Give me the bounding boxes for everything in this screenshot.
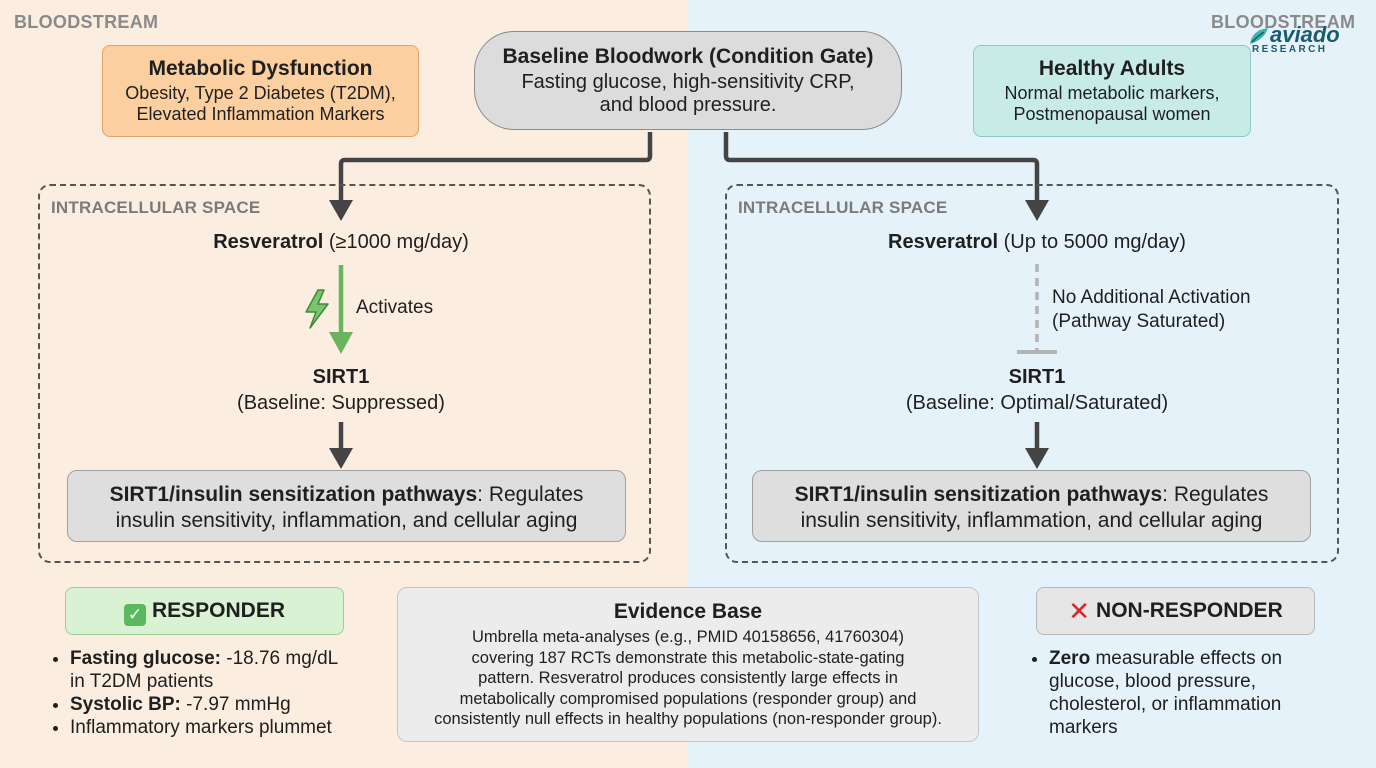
- left-resveratrol-dose: (≥1000 mg/day): [328, 231, 469, 253]
- left-intracellular-space: [38, 184, 651, 563]
- left-intracellular-label: INTRACELLULAR SPACE: [51, 198, 261, 217]
- glucose-context: in T2DM patients: [70, 671, 214, 692]
- responder-title: RESPONDER: [151, 599, 286, 622]
- logo-wordmark: aviado: [1270, 22, 1340, 47]
- metabolic-line-2: Elevated Inflammation Markers: [136, 104, 385, 124]
- bloodstream-label-left: BLOODSTREAM: [14, 12, 159, 32]
- glucose-label: Fasting glucose:: [70, 648, 221, 669]
- activation-arrowhead: [329, 332, 353, 354]
- responder-bullet-glucose: Fasting glucose: -18.76 mg/dL in T2DM pat…: [70, 647, 382, 693]
- metabolic-line-1: Obesity, Type 2 Diabetes (T2DM),: [125, 83, 396, 103]
- gate-to-left-connector: [338, 132, 653, 204]
- healthy-title: Healthy Adults: [1038, 57, 1186, 80]
- leaf-icon: [1250, 28, 1268, 44]
- responder-badge: ✓RESPONDER: [65, 587, 344, 635]
- left-pathway-rest: : Regulates: [477, 483, 584, 506]
- right-resveratrol-dose: (Up to 5000 mg/day): [1003, 231, 1186, 253]
- bp-value: -7.97 mmHg: [180, 694, 291, 715]
- right-pathway-rest: : Regulates: [1162, 483, 1269, 506]
- cross-icon: ✕: [1068, 596, 1091, 626]
- right-intracellular-label: INTRACELLULAR SPACE: [738, 198, 948, 217]
- activates-label: Activates: [356, 297, 434, 318]
- glucose-value: -18.76 mg/dL: [220, 648, 339, 669]
- right-pathway-box: SIRT1/insulin sensitization pathways: Re…: [752, 470, 1311, 542]
- responder-bullet-bp: Systolic BP: -7.97 mmHg: [70, 693, 382, 716]
- left-pathway-title: SIRT1/insulin sensitization pathways: [109, 483, 478, 506]
- condition-gate-box: Baseline Bloodwork (Condition Gate) Fast…: [474, 31, 902, 130]
- gate-line-2: and blood pressure.: [599, 94, 777, 116]
- evidence-base-box: Evidence Base Umbrella meta-analyses (e.…: [397, 587, 979, 742]
- evidence-line-3: pattern. Resveratrol produces consistent…: [478, 669, 898, 687]
- metabolic-dysfunction-box: Metabolic Dysfunction Obesity, Type 2 Di…: [102, 45, 419, 137]
- gate-to-right-connector: [723, 132, 1040, 204]
- zero-text: measurable effects on: [1090, 648, 1283, 669]
- left-pathway-box: SIRT1/insulin sensitization pathways: Re…: [67, 470, 626, 542]
- left-sirt1-to-pathway-arrowhead: [329, 448, 353, 469]
- healthy-line-2: Postmenopausal women: [1013, 104, 1211, 124]
- right-resveratrol-label: Resveratrol (Up to 5000 mg/day): [812, 231, 1262, 254]
- right-sirt1-to-pathway-arrowhead: [1025, 448, 1049, 469]
- lightning-icon: [305, 289, 329, 329]
- right-sirt1-state: (Baseline: Optimal/Saturated): [905, 392, 1169, 414]
- no-activation-line-2: (Pathway Saturated): [1052, 311, 1226, 332]
- healthy-adults-box: Healthy Adults Normal metabolic markers,…: [973, 45, 1251, 137]
- check-icon: ✓: [123, 604, 146, 626]
- non-responder-badge: ✕NON-RESPONDER: [1036, 587, 1315, 635]
- evidence-title: Evidence Base: [613, 600, 763, 623]
- non-responder-line-1: glucose, blood pressure,: [1049, 671, 1257, 692]
- evidence-line-2: covering 187 RCTs demonstrate this metab…: [471, 648, 905, 667]
- right-intracellular-space: [725, 184, 1339, 563]
- non-responder-title: NON-RESPONDER: [1096, 599, 1283, 622]
- left-pathway-line-2: insulin sensitivity, inflammation, and c…: [115, 509, 578, 532]
- no-activation-line-1: No Additional Activation: [1052, 287, 1251, 308]
- aviado-research-logo: aviado RESEARCH: [1248, 22, 1348, 68]
- right-resveratrol-name: Resveratrol: [888, 231, 999, 253]
- gate-line-1: Fasting glucose, high-sensitivity CRP,: [521, 71, 855, 93]
- responder-bullet-inflammation: Inflammatory markers plummet: [70, 716, 382, 739]
- bloodstream-label-right: BLOODSTREAM: [1211, 12, 1356, 32]
- zero-label: Zero: [1049, 648, 1091, 669]
- metabolic-title: Metabolic Dysfunction: [148, 57, 373, 80]
- non-responder-line-2: cholesterol, or inflammation: [1049, 694, 1282, 715]
- left-sirt1-state: (Baseline: Suppressed): [237, 392, 445, 414]
- gate-to-left-arrowhead: [329, 200, 353, 221]
- responder-results: Fasting glucose: -18.76 mg/dL in T2DM pat…: [52, 647, 382, 739]
- left-resveratrol-label: Resveratrol (≥1000 mg/day): [141, 231, 541, 254]
- evidence-line-1: Umbrella meta-analyses (e.g., PMID 40158…: [472, 628, 904, 646]
- left-sirt1-label: SIRT1: [312, 366, 370, 388]
- gate-title: Baseline Bloodwork (Condition Gate): [502, 45, 874, 68]
- no-activation-label: No Additional Activation (Pathway Satura…: [1052, 286, 1251, 334]
- healthy-line-1: Normal metabolic markers,: [1004, 83, 1220, 103]
- right-pathway-line-2: insulin sensitivity, inflammation, and c…: [800, 509, 1263, 532]
- right-sirt1-label: SIRT1: [1008, 366, 1066, 388]
- left-resveratrol-name: Resveratrol: [213, 231, 324, 253]
- evidence-line-5: consistently null effects in healthy pop…: [434, 710, 942, 728]
- right-pathway-title: SIRT1/insulin sensitization pathways: [794, 483, 1163, 506]
- bp-label: Systolic BP:: [70, 694, 181, 715]
- non-responder-line-3: markers: [1049, 717, 1118, 738]
- evidence-line-4: metabolically compromised populations (r…: [459, 689, 917, 708]
- logo-subtitle: RESEARCH: [1252, 44, 1328, 55]
- gate-to-right-arrowhead: [1025, 200, 1049, 221]
